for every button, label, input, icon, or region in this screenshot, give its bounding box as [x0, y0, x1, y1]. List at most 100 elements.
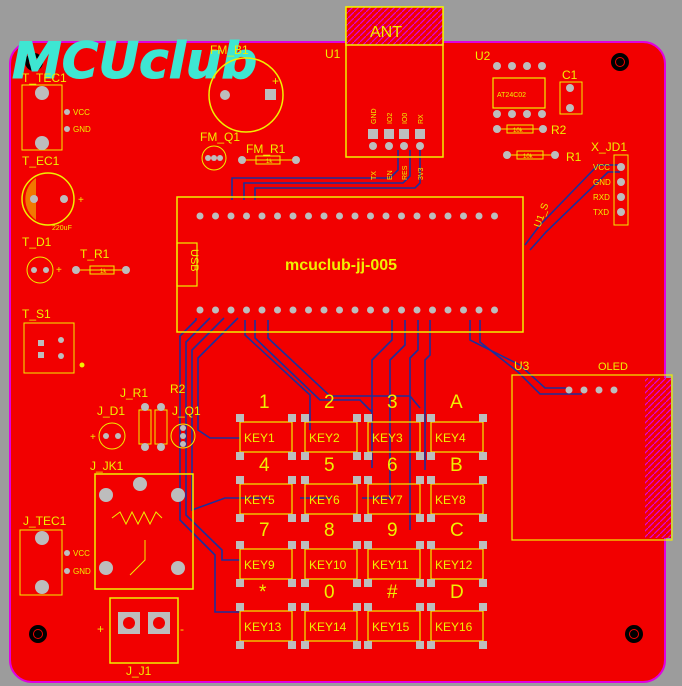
keypad-key-char: C	[450, 520, 464, 541]
keypad-pad	[236, 476, 244, 484]
keypad-key-label: KEY9	[244, 558, 275, 572]
keypad-key-char: D	[450, 582, 464, 603]
keypad-pad	[364, 603, 372, 611]
keypad-pad	[416, 476, 424, 484]
j-jk1-label: J_JK1	[90, 459, 124, 473]
mcu-top-pin-pad	[475, 212, 483, 220]
keypad-key-label: KEY4	[435, 431, 466, 445]
keypad-pad	[427, 641, 435, 649]
t-ec1-cap: 220uF	[52, 225, 72, 232]
keypad-pad	[288, 641, 296, 649]
keypad-key-label: KEY10	[309, 558, 347, 572]
eeprom-u2: U2 AT24C02	[475, 49, 546, 109]
keypad-key-label: KEY16	[435, 620, 473, 634]
keypad-key[interactable]: *KEY13	[236, 582, 296, 649]
t-d1-label: T_D1	[22, 235, 52, 249]
mcu-bottom-pin-pad	[444, 306, 452, 314]
mcu-top-pin-pad	[212, 212, 219, 220]
sensor-t-tec1: T_TEC1 VCC GND	[21, 71, 91, 151]
j-r2-label: R2	[170, 382, 186, 396]
keypad-pad	[353, 603, 361, 611]
keypad-key-char: #	[387, 582, 398, 603]
u1-pin-pad	[384, 129, 394, 139]
t-tec1-vcc: VCC	[73, 108, 90, 117]
keypad-pad	[301, 414, 309, 422]
keypad-key[interactable]: #KEY15	[364, 582, 424, 649]
buzzer-fm-b1: FM_B1 +	[208, 43, 284, 133]
mcu-bottom-pin-pad	[367, 306, 374, 314]
serial-header-x-jd1: X_JD1	[591, 140, 629, 226]
keypad-pad	[416, 541, 424, 549]
mcu-bottom-pin-pad	[305, 306, 312, 314]
mcu-top-pin-pad	[305, 212, 312, 220]
j-d1-label: J_D1	[97, 404, 125, 418]
u1-pin-pad	[399, 129, 409, 139]
u2-pin-pad	[523, 110, 531, 118]
mounting-holes	[25, 53, 643, 643]
keypad-pad	[427, 452, 435, 460]
mcu-top-pin-pad	[460, 212, 467, 220]
logo-title: MCUclub	[12, 32, 257, 90]
keypad-pad	[236, 603, 244, 611]
x-jd1-pin-label: RXD	[593, 193, 610, 202]
mcu-bottom-pin-pad	[351, 306, 359, 314]
mcu-bottom-pin-pad	[196, 306, 204, 314]
keypad-pad	[236, 414, 244, 422]
j-tec1-label: J_TEC1	[23, 514, 67, 528]
keypad-4x4: 1KEY12KEY23KEY3AKEY44KEY55KEY66KEY7BKEY8…	[236, 392, 487, 649]
keypad-pad	[301, 579, 309, 587]
keypad-key-char: 9	[387, 520, 398, 541]
keypad-key[interactable]: D KEY16	[427, 582, 487, 649]
keypad-pad	[288, 603, 296, 611]
keypad-pad	[427, 541, 435, 549]
keypad-pad	[301, 514, 309, 522]
capacitor-c1: C1	[559, 68, 583, 115]
u2-label: U2	[475, 49, 491, 63]
mcu-module-footprint: USB mcuclub-jj-005 U1_S	[176, 196, 551, 333]
keypad-pad	[353, 541, 361, 549]
keypad-pad	[427, 414, 435, 422]
x-jd1-pin-label: VCC	[593, 163, 610, 172]
mcu-bottom-pin-pad	[491, 306, 498, 314]
terminal-j-j1: + - J_J1	[97, 597, 184, 678]
board-name: mcuclub-jj-005	[285, 257, 397, 274]
keypad-pad	[416, 641, 424, 649]
mcu-top-pin-pad	[398, 212, 405, 220]
keypad-key-char: *	[259, 582, 267, 603]
fm-q1-label: FM_Q1	[200, 130, 240, 144]
keypad-pad	[353, 579, 361, 587]
keypad-pad	[479, 641, 487, 649]
keypad-pad	[364, 641, 372, 649]
keypad-key-char: 3	[387, 392, 398, 413]
mcu-bottom-pin-pad	[336, 306, 343, 314]
keypad-pad	[479, 452, 487, 460]
svg-text:+: +	[272, 74, 279, 88]
u2-pin-pad	[523, 62, 531, 70]
u1-pin-label-bottom: RES	[402, 165, 409, 180]
keypad-key-char: 6	[387, 455, 398, 476]
j-tec1-gnd: GND	[73, 567, 91, 576]
keypad-key-label: KEY7	[372, 493, 403, 507]
led-t-d1: T_D1 +	[22, 235, 62, 284]
transistor-j-q1: J_Q1	[170, 404, 201, 449]
t-d1-plus: +	[56, 265, 62, 276]
oled-u3: U3 OLED	[511, 359, 673, 541]
keypad-pad	[288, 514, 296, 522]
mcu-top-pin-pad	[367, 212, 374, 220]
keypad-pad	[416, 452, 424, 460]
keypad-key-char: 7	[259, 520, 270, 541]
